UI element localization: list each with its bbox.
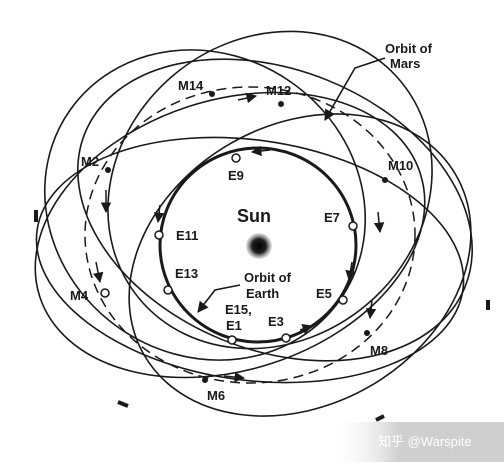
label-m6: M6: [207, 388, 225, 403]
label-e9: E9: [228, 168, 244, 183]
label-e3: E3: [268, 314, 284, 329]
transfer-ellipse-5: [35, 136, 465, 384]
transfer-ellipse-6: [107, 30, 433, 350]
marker-m4: [100, 288, 110, 298]
label-m2: M2: [81, 154, 99, 169]
label-e1: E1: [226, 318, 242, 333]
arrow-inner-right: [345, 261, 356, 282]
arrow-m4-left: [92, 261, 104, 284]
marker-m12: [278, 101, 284, 107]
sun-label: Sun: [237, 206, 271, 226]
arrow-top: [237, 92, 258, 104]
earth-markers: [154, 153, 358, 345]
marker-e3: [281, 333, 291, 343]
label-e11: E11: [176, 228, 198, 243]
marker-e7: [348, 221, 358, 231]
label-e15: E15,: [225, 302, 252, 317]
mars-orbit: [84, 86, 416, 384]
earth-leader: [197, 284, 241, 313]
earth-orbit-label-line1: Orbit of: [244, 270, 292, 285]
label-e5: E5: [316, 286, 332, 301]
mars-orbit-label-line1: Orbit of: [385, 41, 433, 56]
transfer-ellipse-2: [77, 58, 473, 362]
label-m14: M14: [178, 78, 204, 93]
marker-m14: [209, 91, 215, 97]
marker-e1: [227, 335, 237, 345]
earth-orbit-label-line2: Earth: [246, 286, 279, 301]
watermark-text: 知乎 @Warspite: [378, 434, 472, 449]
arrow-inner-left: [153, 204, 165, 224]
direction-arrows: [92, 92, 385, 383]
sun-icon: [246, 233, 272, 259]
transfer-ellipse-1: [34, 91, 426, 379]
callout-leaders: [197, 57, 386, 313]
label-e13: E13: [175, 266, 198, 281]
watermark-backdrop: [330, 422, 504, 462]
mars-markers: [105, 91, 388, 383]
marker-e11: [154, 230, 164, 240]
marker-e5: [338, 295, 348, 305]
arrow-right: [373, 211, 385, 234]
marker-m8: [364, 330, 370, 336]
marker-m6: [202, 377, 208, 383]
label-e7: E7: [324, 210, 340, 225]
marker-e9: [231, 153, 241, 163]
orbit-ticks: [34, 210, 490, 422]
tick-bottom-right: [375, 414, 385, 422]
tick-bottom: [117, 400, 129, 408]
label-m8: M8: [370, 343, 388, 358]
marker-m10: [382, 177, 388, 183]
arrow-m8: [365, 299, 377, 320]
label-m12: M12: [266, 83, 291, 98]
mars-leader: [324, 57, 386, 121]
arrow-m6: [223, 371, 246, 383]
label-m4: M4: [70, 288, 89, 303]
arrow-inner-bottom: [299, 324, 313, 334]
marker-e13: [163, 285, 173, 295]
transfer-ellipse-3: [43, 49, 367, 361]
arrow-inner-top: [250, 145, 271, 157]
label-m10: M10: [388, 158, 413, 173]
mars-orbit-label-line2: Mars: [390, 56, 420, 71]
transfer-ellipse-4: [128, 113, 472, 417]
marker-m2: [105, 167, 111, 173]
